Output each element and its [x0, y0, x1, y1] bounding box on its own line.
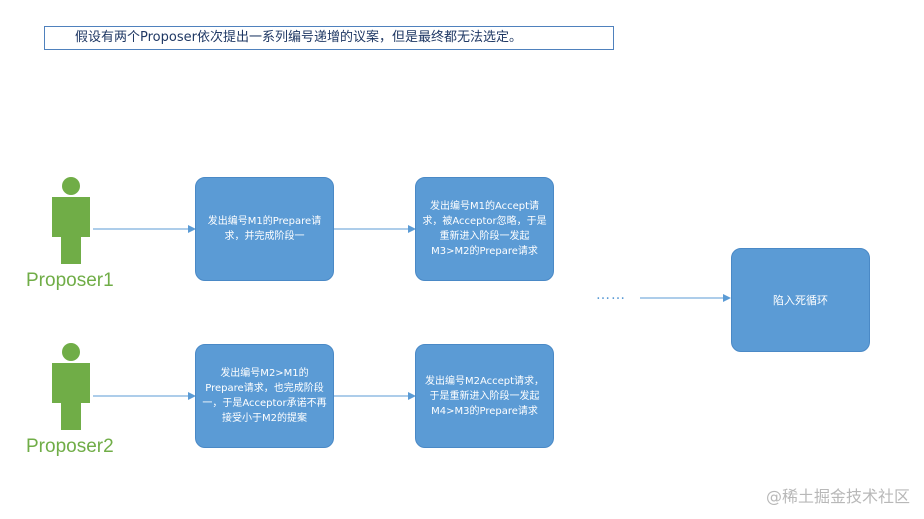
p2-prepare-text: 发出编号M2>M1的Prepare请求，也完成阶段一，于是Acceptor承诺不… — [202, 368, 327, 424]
p1-prepare-text: 发出编号M1的Prepare请求，并完成阶段一 — [207, 216, 322, 242]
deadlock-box: 陷入死循环 — [731, 248, 870, 352]
watermark: @稀土掘金技术社区 — [765, 487, 910, 506]
proposer2-figure-icon — [52, 343, 90, 430]
p2-accept-text: 发出编号M2Accept请求，于是重新进入阶段一发起M4>M3的Prepare请… — [424, 375, 545, 417]
deadlock-text: 陷入死循环 — [773, 293, 828, 307]
p2-prepare-box: 发出编号M2>M1的Prepare请求，也完成阶段一，于是Acceptor承诺不… — [195, 344, 334, 448]
proposer1-figure-icon — [52, 177, 90, 264]
proposer1-label: Proposer1 — [26, 270, 114, 291]
ellipsis-mark: …… — [596, 287, 626, 303]
p1-accept-text: 发出编号M1的Accept请求，被Acceptor忽略，于是重新进入阶段一发起M… — [422, 201, 547, 257]
p1-accept-box: 发出编号M1的Accept请求，被Acceptor忽略，于是重新进入阶段一发起M… — [415, 177, 554, 281]
diagram-caption: 假设有两个Proposer依次提出一系列编号递增的议案，但是最终都无法选定。 — [44, 26, 614, 50]
p2-accept-box: 发出编号M2Accept请求，于是重新进入阶段一发起M4>M3的Prepare请… — [415, 344, 554, 448]
proposer2-label: Proposer2 — [26, 436, 114, 457]
p1-prepare-box: 发出编号M1的Prepare请求，并完成阶段一 — [195, 177, 334, 281]
